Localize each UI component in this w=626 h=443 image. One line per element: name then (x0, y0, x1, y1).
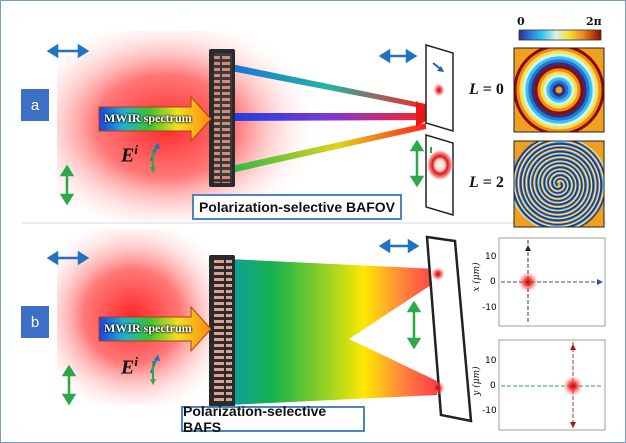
panel-b-screen-pol-h-arrow (378, 238, 420, 254)
plot-x-tick-bottom: -10 (482, 303, 497, 313)
ray-upper (231, 64, 426, 109)
y-plot-focal-spot (563, 376, 583, 396)
panel-b-pol-h-arrow (46, 250, 90, 266)
panel-a-pol-h-arrow (46, 43, 90, 59)
intensity-plot-x (498, 237, 606, 327)
mode-label-l2: L = 2 (469, 174, 504, 191)
mode-label-l0: L = 0 (469, 81, 504, 98)
panel-a-spectrum-arrow (98, 95, 212, 143)
panel-b-tag: b (21, 306, 49, 338)
panel-a-rays (231, 64, 437, 173)
plot-y-tick-top: 10 (485, 356, 497, 366)
panel-b-output-screen (425, 235, 473, 423)
panel-b-pol-v-arrow (61, 364, 77, 406)
panel-a-field-label: Ei (121, 142, 138, 167)
phase-image-l2 (513, 140, 605, 228)
panel-a-screen-pol-h-arrow (378, 48, 418, 64)
panel-b-field-label: Ei (121, 354, 138, 379)
intensity-plot-y (498, 339, 606, 431)
panel-b-spectrum-label: MWIR spectrum (104, 321, 192, 335)
panel-a-output-screen-bottom (425, 133, 454, 217)
x-plot-focal-spot (518, 272, 538, 292)
phase-image-l0 (513, 47, 605, 133)
panel-b-caption: Polarization-selective BAFS (181, 403, 365, 435)
phase-colorbar (518, 29, 602, 41)
plot-y-tick-bottom: -10 (482, 406, 497, 416)
panel-b-field-pol-icon (150, 354, 160, 385)
plot-y-tick-mid: 0 (490, 381, 496, 391)
plot-y-axis-label: y (μm) (472, 366, 482, 396)
panel-b-metasurface (209, 255, 235, 407)
panel-b-spectrum-arrow (98, 305, 212, 353)
panel-b-spectral-fan (229, 259, 437, 405)
ray-middle (231, 113, 426, 121)
plot-x-tick-mid: 0 (490, 277, 496, 287)
plot-x-axis-label: x (μm) (472, 262, 482, 292)
panel-a-field-pol-icon (150, 142, 160, 173)
panel-a-metasurface (209, 49, 235, 187)
ray-lower (231, 123, 426, 173)
panel-a-pol-v-arrow (59, 164, 75, 206)
colorbar-min-label: 0 (517, 15, 525, 28)
panel-a-output-screen-top (425, 43, 454, 133)
panel-a-spectrum-label: MWIR spectrum (104, 111, 192, 125)
plot-x-tick-top: 10 (485, 252, 497, 262)
panel-a-tag: a (21, 89, 49, 121)
colorbar-max-label: 2π (586, 15, 602, 28)
panel-a-caption: Polarization-selective BAFOV (192, 194, 402, 220)
panel-a-screen-pol-v-arrow (409, 139, 425, 188)
panel-b-screen-pol-v-arrow (406, 300, 422, 350)
